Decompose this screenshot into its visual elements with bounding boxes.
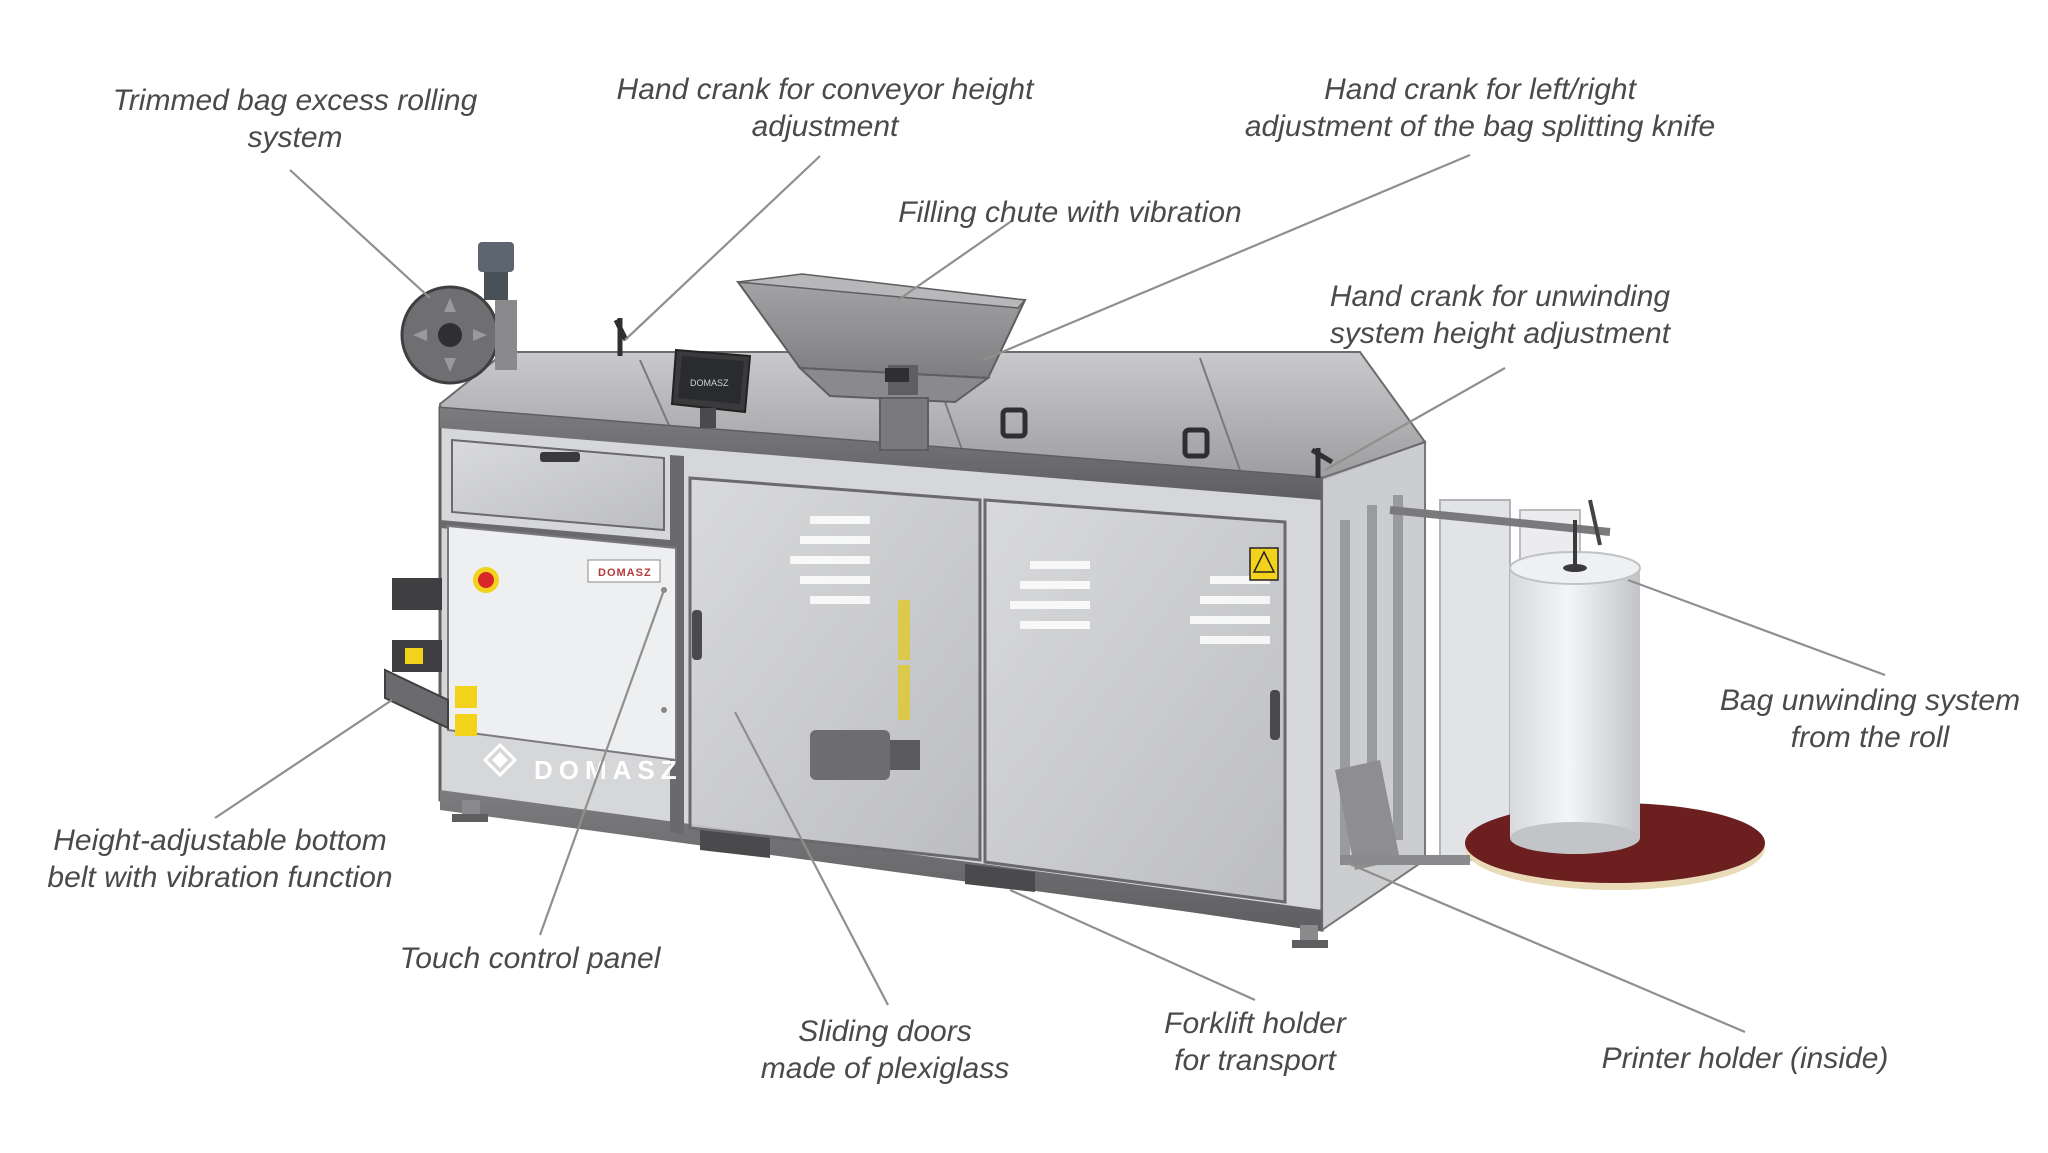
callout-line: Height-adjustable bottom bbox=[53, 824, 387, 857]
callout-line: Printer holder (inside) bbox=[1601, 1042, 1889, 1075]
callout-line: Touch control panel bbox=[399, 942, 661, 975]
right-sliding-door bbox=[983, 498, 1287, 904]
callout-line: adjustment bbox=[751, 110, 899, 143]
emergency-stop-button bbox=[478, 572, 494, 588]
callout-forklift-holder: Forklift holder for transport bbox=[1120, 1005, 1390, 1079]
callout-line: Filling chute with vibration bbox=[898, 196, 1242, 229]
film-roll bbox=[1510, 568, 1640, 838]
callout-line: Hand crank for unwinding bbox=[1329, 280, 1671, 313]
excess-rolling-system bbox=[400, 242, 517, 385]
callout-trimmed-bag-rolling: Trimmed bag excess rolling system bbox=[95, 82, 495, 156]
callout-unwinding-crank: Hand crank for unwinding system height a… bbox=[1300, 278, 1700, 352]
svg-text:DOMASZ: DOMASZ bbox=[534, 755, 683, 785]
svg-text:DOMASZ: DOMASZ bbox=[690, 378, 729, 388]
callout-sliding-doors: Sliding doors made of plexiglass bbox=[735, 1013, 1035, 1087]
left-sliding-door bbox=[688, 476, 982, 862]
svg-text:DOMASZ: DOMASZ bbox=[598, 567, 652, 579]
callout-knife-crank: Hand crank for left/right adjustment of … bbox=[1220, 71, 1740, 145]
callout-line: for transport bbox=[1174, 1044, 1336, 1077]
bottom-belt bbox=[384, 578, 477, 736]
callout-line: Bag unwinding system bbox=[1719, 684, 2021, 717]
callout-line: Trimmed bag excess rolling bbox=[112, 84, 478, 117]
callout-conveyor-crank: Hand crank for conveyor height adjustmen… bbox=[590, 71, 1060, 145]
callout-bag-unwinding: Bag unwinding system from the roll bbox=[1705, 682, 2035, 756]
callout-line: adjustment of the bag splitting knife bbox=[1244, 110, 1716, 143]
touch-control-panel: DOMASZ bbox=[670, 348, 752, 428]
machine-body: DOMASZ DOMASZ bbox=[438, 351, 1427, 948]
callout-line: system height adjustment bbox=[1329, 317, 1671, 350]
callout-line: Sliding doors bbox=[798, 1015, 972, 1048]
callout-line: system bbox=[247, 121, 343, 154]
electrical-cabinet bbox=[447, 524, 677, 762]
leader-lines bbox=[214, 153, 1886, 1034]
callout-line: Forklift holder bbox=[1164, 1007, 1346, 1040]
domasz-logo: DOMASZ bbox=[482, 742, 683, 785]
crank-handles bbox=[613, 318, 1334, 478]
filling-chute bbox=[735, 273, 1027, 451]
callout-touch-panel: Touch control panel bbox=[370, 940, 690, 977]
callout-line: made of plexiglass bbox=[760, 1052, 1010, 1085]
film-roll-unwinder bbox=[1340, 520, 1765, 890]
callout-filling-chute: Filling chute with vibration bbox=[870, 194, 1270, 231]
callout-printer-holder: Printer holder (inside) bbox=[1570, 1040, 1920, 1077]
callout-line: from the roll bbox=[1790, 721, 1950, 754]
callout-line: belt with vibration function bbox=[47, 861, 393, 894]
callout-bottom-belt: Height-adjustable bottom belt with vibra… bbox=[25, 822, 415, 896]
callout-line: Hand crank for left/right bbox=[1324, 73, 1636, 106]
callout-line: Hand crank for conveyor height bbox=[616, 73, 1034, 106]
